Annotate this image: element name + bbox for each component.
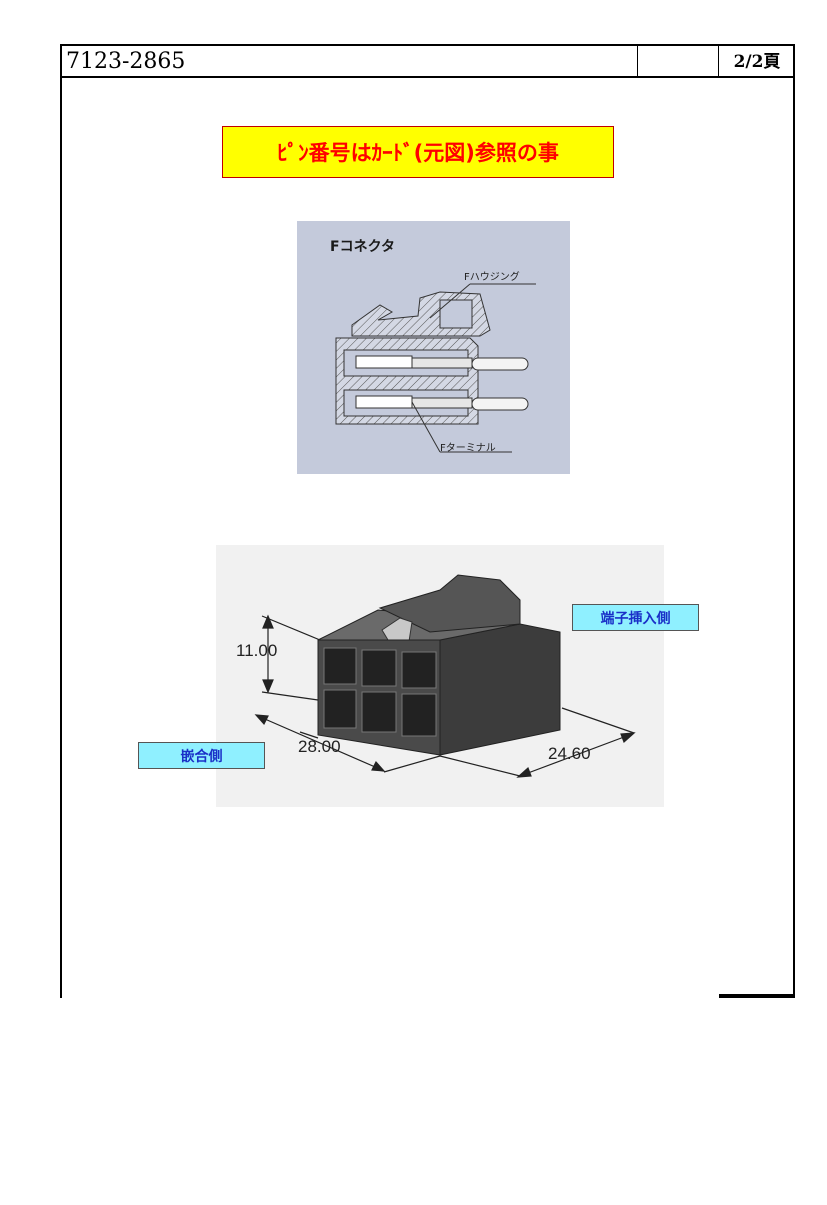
terminal-leader-line [411, 401, 441, 453]
terminal-label: Fターミナル [440, 443, 496, 454]
header-divider [60, 76, 795, 78]
dimension-height-label: 11.00 [236, 641, 278, 660]
pin-number-notice: ﾋﾟﾝ番号はｶｰﾄﾞ(元図)参照の事 [222, 126, 614, 178]
dimension-height-line [261, 614, 321, 701]
frame-right-border [793, 44, 795, 998]
bottom-border-stub [719, 994, 795, 998]
dimension-depth-label: 24.60 [548, 744, 591, 763]
housing-leader-line [429, 283, 471, 319]
insertion-side-tag: 端子挿入側 [572, 604, 699, 631]
header-cell-divider [637, 44, 638, 78]
wire-shape [471, 357, 529, 411]
dimension-depth-line [439, 707, 636, 778]
header-cell-divider [718, 44, 719, 78]
document-number: 7123-2865 [66, 49, 186, 74]
housing-latch-shape [351, 291, 491, 337]
terminal-shape [355, 355, 473, 409]
dimension-width-label: 28.00 [298, 737, 341, 756]
connector-cavity-shape [323, 647, 437, 737]
frame-left-border [60, 44, 62, 998]
section-diagram-title: Fコネクタ [330, 239, 396, 255]
housing-label: Fハウジング [464, 272, 520, 283]
mating-side-tag: 嵌合側 [138, 742, 265, 769]
frame-top-border [60, 44, 795, 46]
dimension-width-line [254, 714, 441, 773]
page-indicator: 2/2頁 [733, 52, 781, 72]
